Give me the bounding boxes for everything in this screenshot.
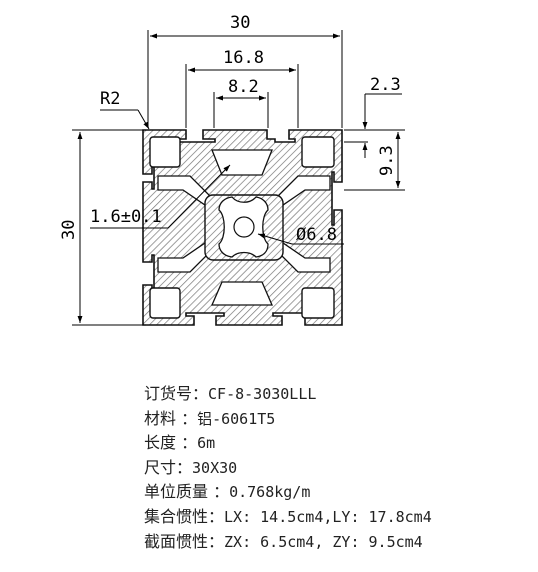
spec-length: 长度 ：6m: [144, 433, 216, 453]
dim-overall-width: 30: [230, 13, 250, 33]
profile-section: [142, 129, 343, 326]
corner-cavity: [301, 287, 335, 319]
slot-channel: [211, 149, 273, 176]
corner-cavity: [149, 287, 181, 319]
dim-slot-inner-width: 8.2: [228, 77, 259, 97]
dim-corner-radius: R2: [100, 89, 120, 109]
dim-web-thickness: 1.6±0.1: [90, 207, 162, 227]
spec-material: 材料 ：铝-6061T5: [144, 408, 276, 428]
corner-cavity: [301, 136, 335, 168]
spec-unit-mass: 单位质量 ：0.768kg/m: [144, 482, 311, 502]
dim-slot-outer-width: 16.8: [223, 48, 264, 68]
spec-order-number: 订货号：CF-8-3030LLL: [144, 384, 317, 403]
spec-section-modulus: 截面惯性：ZX: 6.5cm4, ZY: 9.5cm4: [144, 531, 423, 551]
spec-size: 尺寸：30X30: [144, 457, 238, 477]
spec-moment-of-inertia: 集合惯性：LX: 14.5cm4,LY: 17.8cm4: [144, 506, 432, 526]
dimension-labels: 30 16.8 8.2 2.3 9.3 30 R2 1.6±0.1 Ø6.8: [59, 13, 401, 245]
dim-center-bore: Ø6.8: [296, 225, 337, 245]
profile-drawing: 30 16.8 8.2 2.3 9.3 30 R2 1.6±0.1 Ø6.8: [59, 13, 405, 326]
corner-cavity: [149, 136, 181, 168]
dimension-lines: [72, 30, 405, 326]
dim-overall-height: 30: [59, 220, 79, 240]
dim-slot-depth: 9.3: [377, 145, 397, 176]
center-hole: [233, 216, 255, 238]
dim-wall-thickness: 2.3: [370, 75, 401, 95]
spec-list: 订货号：CF-8-3030LLL 材料 ：铝-6061T5 长度 ：6m 尺寸：…: [144, 382, 432, 554]
slot-channel: [211, 281, 273, 306]
